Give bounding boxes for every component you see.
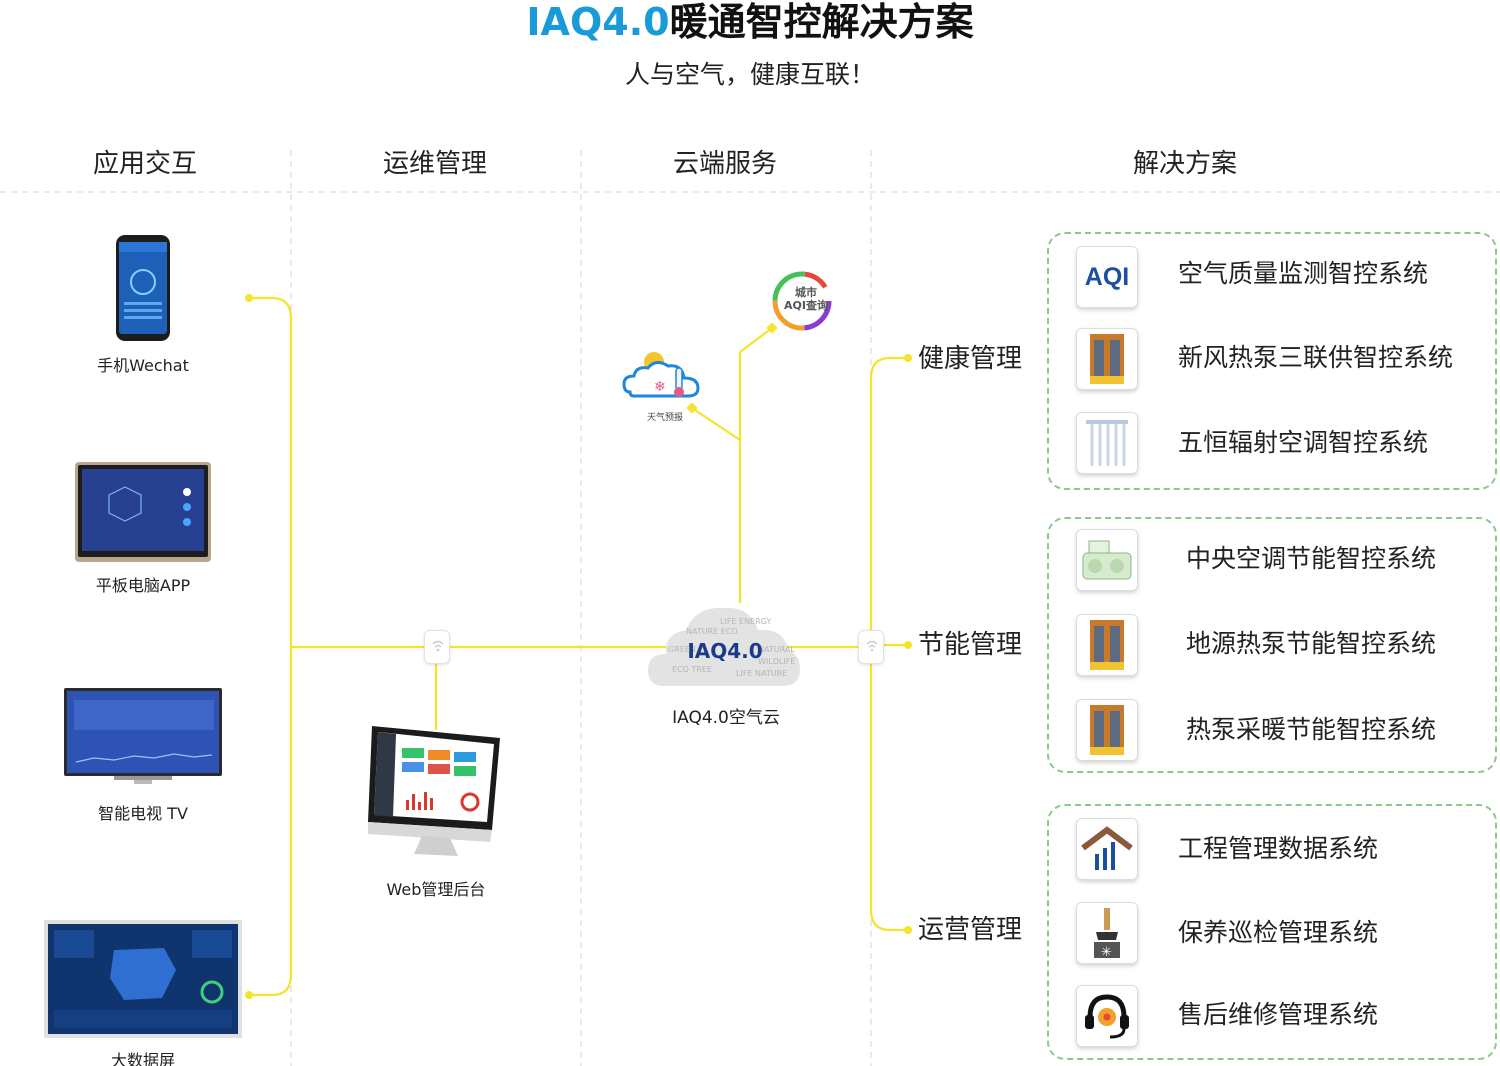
solution-item-after-sales[interactable]: 售后维修管理系统: [1178, 1000, 1379, 1029]
ground-source-heat-pump-icon: [1076, 614, 1138, 676]
tablet-device-icon: [75, 462, 211, 562]
solution-item-fresh-air-heat-pump[interactable]: 新风热泵三联供智控系统: [1178, 343, 1454, 372]
heating-heat-pump-icon: [1076, 699, 1138, 761]
aqi-icon: AQI: [1076, 246, 1138, 308]
svg-text:NATURE ECO: NATURE ECO: [686, 627, 738, 636]
svg-text:❄: ❄: [654, 379, 666, 395]
web-monitor-icon: [368, 726, 500, 856]
city-aqi-icon: [772, 271, 832, 331]
heat-pump-unit-icon: [1076, 328, 1138, 390]
column-header-ops: 运维管理: [382, 149, 487, 179]
tv-label: 智能电视 TV: [98, 804, 188, 823]
weather-icon: ❄: [622, 352, 700, 398]
maintenance-inspection-icon: ✳: [1076, 902, 1138, 964]
solution-item-maintenance[interactable]: 保养巡检管理系统: [1178, 918, 1379, 947]
aqi-icon-text: AQI: [1084, 262, 1130, 291]
group-label-operation: 运营管理: [918, 915, 1023, 945]
wifi-icon: [432, 640, 444, 652]
title-accent: IAQ4.0: [526, 0, 670, 44]
tv-device-icon: [64, 688, 222, 784]
aqi-query-line1: 城市: [795, 286, 817, 299]
phone-label: 手机Wechat: [97, 356, 189, 375]
weather-label: 天气预报: [646, 413, 683, 423]
page-subtitle: 人与空气，健康互联！: [624, 60, 875, 89]
svg-text:GREEN: GREEN: [668, 645, 696, 654]
group-label-health: 健康管理: [918, 344, 1023, 374]
building-project-icon: [1076, 818, 1138, 880]
solution-item-project-data[interactable]: 工程管理数据系统: [1178, 834, 1379, 863]
svg-text:✳: ✳: [1101, 945, 1112, 960]
aqi-query-text: 城市 AQI查询: [780, 286, 832, 312]
solution-item-heat-pump-heating[interactable]: 热泵采暖节能智控系统: [1186, 715, 1437, 744]
svg-text:LIFE ENERGY: LIFE ENERGY: [720, 617, 771, 626]
bigscreen-label: 大数据屏: [110, 1051, 175, 1066]
solution-group-energy: [1047, 517, 1497, 773]
column-header-cloud: 云端服务: [672, 149, 777, 179]
headset-support-icon: [1076, 985, 1138, 1047]
column-header-solutions: 解决方案: [1132, 149, 1237, 179]
solution-item-central-ac[interactable]: 中央空调节能智控系统: [1186, 544, 1437, 573]
wifi-icon: [866, 640, 878, 652]
wifi-node-solutions: [858, 630, 884, 664]
aqi-query-line2: AQI查询: [784, 299, 828, 312]
bigscreen-device-icon: [44, 920, 242, 1038]
solution-group-health: [1047, 232, 1497, 490]
solution-item-ground-source[interactable]: 地源热泵节能智控系统: [1186, 629, 1437, 658]
wifi-node-ops: [424, 630, 450, 664]
cloud-inner-text: IAQ4.0: [687, 639, 763, 663]
svg-text:WILDLIFE: WILDLIFE: [758, 657, 795, 666]
tablet-label: 平板电脑APP: [95, 576, 191, 595]
web-label: Web管理后台: [386, 880, 486, 899]
solution-item-aqi-monitor[interactable]: 空气质量监测智控系统: [1178, 259, 1429, 288]
central-ac-unit-icon: [1076, 529, 1138, 591]
title-main: 暖通智控解决方案: [669, 0, 974, 44]
iaq-cloud-icon: NATURE ECO LIFE ENERGY GREEN NATURAL ECO…: [648, 607, 800, 686]
cloud-label: IAQ4.0空气云: [672, 708, 780, 728]
svg-text:NATURAL: NATURAL: [758, 645, 795, 654]
group-label-energy: 节能管理: [918, 630, 1023, 660]
solution-group-operation: [1047, 804, 1497, 1060]
column-header-app: 应用交互: [92, 149, 197, 179]
page-title: IAQ4.0暖通智控解决方案: [0, 0, 1500, 44]
svg-text:ECO TREE: ECO TREE: [672, 665, 712, 674]
solution-item-radiant-ac[interactable]: 五恒辐射空调智控系统: [1178, 428, 1429, 457]
phone-device-icon: [116, 235, 170, 341]
radiant-panel-icon: [1076, 412, 1138, 474]
svg-text:LIFE NATURE: LIFE NATURE: [736, 669, 787, 678]
